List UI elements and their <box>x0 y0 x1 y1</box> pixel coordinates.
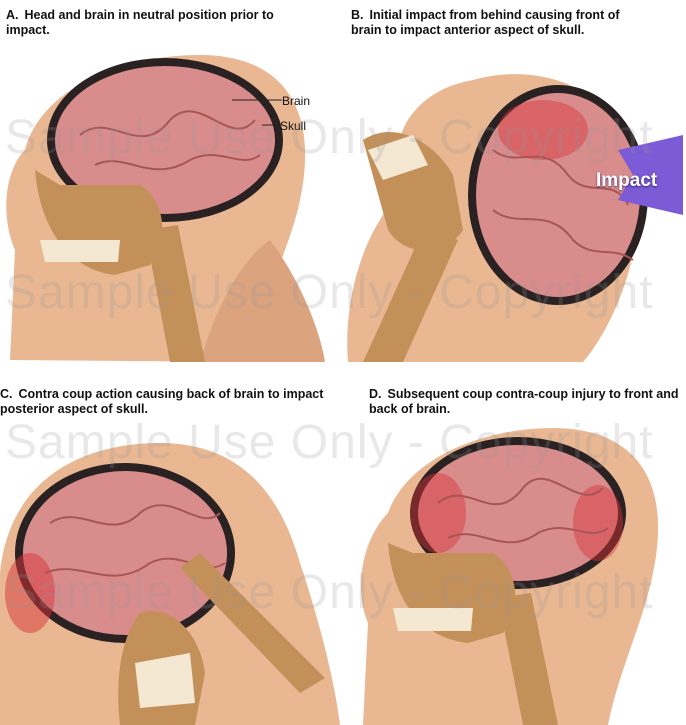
panel-c-text: Contra coup action causing back of brain… <box>0 387 323 416</box>
panel-c-caption: C.Contra coup action causing back of bra… <box>0 387 330 417</box>
panel-d-caption: D.Subsequent coup contra-coup injury to … <box>369 387 679 417</box>
front-injury-area <box>410 473 466 553</box>
head-neutral-injured-illustration <box>343 363 686 725</box>
skull-label: Skull <box>280 119 306 133</box>
panel-b-text: Initial impact from behind causing front… <box>351 8 620 37</box>
impact-label: Impact <box>596 170 657 192</box>
panel-a-text: Head and brain in neutral position prior… <box>6 8 274 37</box>
injury-area <box>498 100 588 160</box>
injury-area <box>5 553 55 633</box>
panel-a-caption: A.Head and brain in neutral position pri… <box>6 8 306 38</box>
brain-label: Brain <box>282 94 310 108</box>
back-injury-area <box>573 485 623 561</box>
panel-a: A.Head and brain in neutral position pri… <box>0 0 343 362</box>
panel-d-letter: D. <box>369 387 382 401</box>
brain-shape <box>23 471 227 635</box>
head-neutral-illustration <box>0 0 343 362</box>
head-extended-illustration <box>0 363 343 725</box>
panel-c: C.Contra coup action causing back of bra… <box>0 363 343 725</box>
panel-d-text: Subsequent coup contra-coup injury to fr… <box>369 387 678 416</box>
panel-b-caption: B.Initial impact from behind causing fro… <box>351 8 651 38</box>
panel-d: D.Subsequent coup contra-coup injury to … <box>343 363 686 725</box>
panel-c-letter: C. <box>0 387 13 401</box>
panel-a-letter: A. <box>6 8 19 22</box>
panel-b-letter: B. <box>351 8 364 22</box>
